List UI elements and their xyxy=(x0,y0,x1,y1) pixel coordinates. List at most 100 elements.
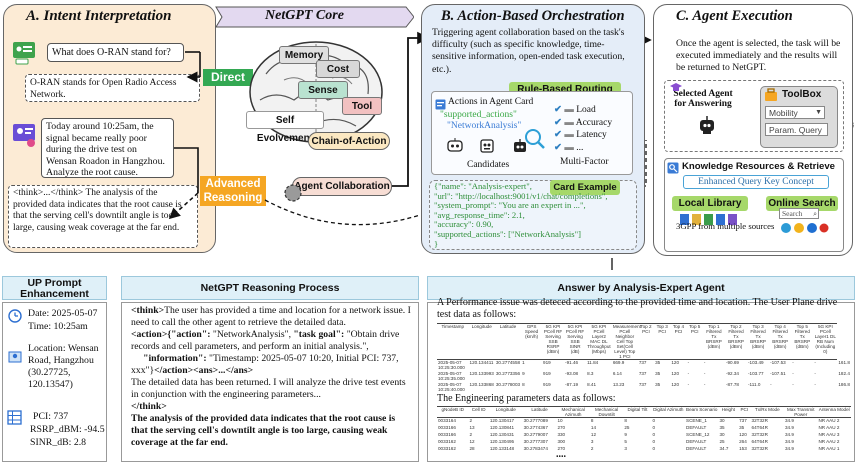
candidate-agent-icon xyxy=(478,137,496,160)
prompt-sinr: SINR_dB: 2.8 xyxy=(30,437,87,448)
chain-of-action-lobe: Chain-of-Action xyxy=(308,132,390,150)
table-cell: 8 xyxy=(624,418,627,423)
table-cell: 2 xyxy=(469,431,473,437)
table-cell: -107.51 xyxy=(770,370,786,376)
table-cell: 8 xyxy=(522,381,525,387)
table-header-cell: PCI xyxy=(738,406,751,418)
table-cell: 0 xyxy=(652,418,656,423)
self-evolvement-lobe: Self Evolvement xyxy=(246,111,324,144)
table-header-cell: Top 5 PCI xyxy=(686,323,703,360)
table-cell: - xyxy=(687,370,690,376)
local-library-label: Local Library xyxy=(672,196,748,211)
routing-box xyxy=(431,91,633,175)
think-body: The analysis of the provided data indica… xyxy=(13,188,182,233)
table-cell: 35 xyxy=(739,424,745,430)
prompt-time: Time: 10:25am xyxy=(28,321,88,332)
table-cell: 120.133148 xyxy=(489,445,515,451)
card-line: "supported_actions": ["NetworkAnalysis"] xyxy=(434,228,581,239)
param-query-field[interactable]: Param. Query xyxy=(765,123,828,136)
table-cell: 120.130841 xyxy=(489,424,515,430)
mobility-select[interactable]: Mobility ▼ xyxy=(765,106,825,119)
table-cell: 64T64R xyxy=(751,424,768,430)
table-cell: 5 xyxy=(624,438,627,444)
table-cell: 30.2778003 xyxy=(495,381,521,387)
table-header-cell: Antenna Model xyxy=(817,406,851,418)
table-cell: 32T32R xyxy=(751,431,768,437)
table-header-cell: Tx/Rx Mode xyxy=(750,406,784,418)
table-cell: 25 xyxy=(719,438,725,444)
browser-icons xyxy=(780,221,830,239)
table-cell: - xyxy=(703,381,706,387)
toolbox-icon xyxy=(764,88,778,107)
table-cell: 153 xyxy=(739,445,747,451)
table-header-cell: Longitude xyxy=(468,323,495,360)
card-line: "url": "http://localhost:9001/v1/chat/co… xyxy=(434,190,608,201)
advanced-label-line1: Advanced xyxy=(205,178,261,190)
table-cell: -87.78 xyxy=(725,381,739,387)
table-cell: 30 xyxy=(719,431,725,437)
table-header-cell: Latitude xyxy=(494,323,522,360)
answer-panel xyxy=(427,302,855,462)
table-cell: - xyxy=(703,370,706,376)
table-cell: 6.14 xyxy=(612,370,622,376)
local-docs-icons xyxy=(680,213,740,231)
network-analysis-value: "NetworkAnalysis" xyxy=(447,121,522,131)
answer-ellipsis: .... xyxy=(556,449,566,460)
table-cell: 35 xyxy=(655,381,661,387)
tool-lobe: Tool xyxy=(342,97,382,115)
table-cell: 34.9 xyxy=(785,424,794,430)
table-cell: - xyxy=(770,381,772,387)
table-cell: 737 xyxy=(739,418,747,423)
table-cell: - xyxy=(814,370,816,376)
info-key: "information": xyxy=(131,353,207,364)
table-cell: - xyxy=(792,370,794,376)
direct-label: Direct xyxy=(203,69,253,86)
table-header-cell: 5G KPI PCell RF Serving SSB SINR (dB) xyxy=(564,323,587,360)
reasoning-panel xyxy=(121,302,419,462)
table-cell: 2025-05-07 10:25:35.000 xyxy=(438,370,465,381)
info-value: "Timestamp: 2025-05-07 10:20, Initial PC… xyxy=(131,353,399,376)
factor-list: ✔ ▬ Load ✔ ▬ Accuracy ✔ ▬ Latency ✔ ▬ ..… xyxy=(554,105,613,153)
advanced-label-line2: Reasoning xyxy=(203,192,263,204)
memory-lobe: Memory xyxy=(279,46,329,64)
table-cell: 120 xyxy=(671,381,679,387)
table-header-cell: 5G KPI PCell Layer1 DL RB Num (Including… xyxy=(813,323,838,360)
prompt-date: Date: 2025-05-07 xyxy=(28,308,98,319)
execution-title: C. Agent Execution xyxy=(676,8,793,24)
table-cell: 11.84 xyxy=(587,360,599,365)
knowledge-title: Knowledge Resources & Retrieve xyxy=(682,161,836,172)
table-cell: 919 xyxy=(543,381,551,387)
action-open-tag: <action>{"action": xyxy=(131,329,211,340)
cost-lobe: Cost xyxy=(316,60,360,78)
graduate-cap-icon xyxy=(670,80,682,98)
table-cell: 30.2777307 xyxy=(523,438,548,444)
table-cell: NR AAU 2 xyxy=(818,418,840,423)
table-cell: 0033164 xyxy=(438,418,456,423)
table-cell: 120.133868 xyxy=(469,381,494,387)
table-cell: 120.134411 xyxy=(469,360,494,365)
complaint-bubble: Today around 10:25am, the signal became … xyxy=(41,118,174,178)
table-cell: 34.9 xyxy=(785,431,794,437)
table-cell: -91.46 xyxy=(565,360,579,365)
mobility-select-value: Mobility xyxy=(769,108,798,118)
map-icon xyxy=(8,350,22,369)
selected-agent-line1: Selected Agent xyxy=(673,89,733,99)
search-field[interactable]: Search ⌕ xyxy=(779,208,819,219)
table-cell: 34.7 xyxy=(719,445,729,451)
orchestration-intro: Triggering agent collaboration based on … xyxy=(432,27,625,75)
direct-answer-box: O-RAN stands for Open Radio Access Netwo… xyxy=(25,74,200,102)
table-cell: NR AAU 1 xyxy=(818,445,840,451)
table-cell: -111.0 xyxy=(748,381,761,387)
table-cell: 9 xyxy=(522,370,525,376)
table-cell: -92.34 xyxy=(725,370,739,376)
table-header-cell: Top 2 Filtered Tx BRSRP (dBm) xyxy=(724,323,748,360)
table-cell: 120.133993 xyxy=(469,370,494,376)
table-header-cell: GPS Speed (km/h) xyxy=(521,323,543,360)
enhanced-query-box: Enhanced Query Key Concept xyxy=(683,175,829,189)
candidate-agent-icon xyxy=(446,137,464,160)
table-header-cell: Top 5 Filtered Tx BRSRP (dBm) xyxy=(791,323,814,360)
